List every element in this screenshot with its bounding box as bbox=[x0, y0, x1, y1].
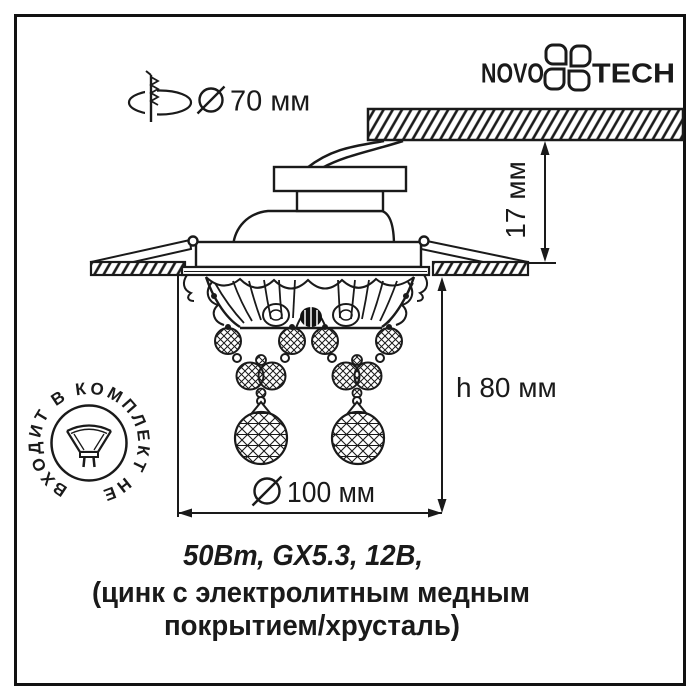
trim-ring bbox=[180, 235, 431, 302]
lamp-neck bbox=[295, 189, 385, 213]
logo-text-left: NOVO bbox=[481, 58, 544, 89]
lamp-holder bbox=[231, 165, 408, 248]
ceiling-panel bbox=[366, 107, 685, 142]
cutout-diameter-label: 70 мм bbox=[230, 86, 310, 118]
terminal-box bbox=[272, 165, 408, 193]
gx53-lamp-icon bbox=[66, 424, 112, 468]
border-frame bbox=[14, 14, 686, 686]
dimension-height-80mm bbox=[437, 277, 447, 513]
logo-text-right: TECH bbox=[592, 58, 675, 89]
recessed-cutout-icon bbox=[127, 70, 193, 122]
novotech-flower-icon bbox=[543, 43, 592, 92]
fixture-height-label: h 80 мм bbox=[456, 372, 557, 403]
bead-garland bbox=[214, 324, 403, 414]
spec-power-line: 50Вт, GX5.3, 12В, bbox=[183, 540, 423, 572]
recess-height-label: 17 мм bbox=[500, 161, 531, 238]
not-included-stamp: ВХОДИТ В КОМПЛЕКТ НЕ bbox=[25, 379, 151, 506]
fixture-diameter-label: 100 мм bbox=[287, 477, 375, 509]
crystal-ball-left bbox=[233, 410, 289, 466]
crystal-ball-right bbox=[330, 410, 386, 466]
spec-material-line2: покрытием/хрусталь) bbox=[164, 610, 460, 642]
diameter-icon-70 bbox=[196, 85, 226, 115]
dimension-recess-17mm bbox=[526, 141, 556, 264]
lamp-dome bbox=[231, 209, 396, 248]
spec-material-line1: (цинк с электролитным медным bbox=[92, 577, 530, 609]
pivot-left bbox=[187, 235, 199, 247]
decorative-bowl bbox=[204, 276, 416, 330]
dimension-diameter-100mm bbox=[177, 276, 442, 518]
mounting-wire bbox=[306, 139, 404, 170]
diameter-icon-100 bbox=[251, 475, 283, 507]
ceiling-edge-left bbox=[89, 260, 187, 277]
ceiling-edge-right bbox=[431, 260, 530, 277]
pivot-right bbox=[418, 235, 430, 247]
